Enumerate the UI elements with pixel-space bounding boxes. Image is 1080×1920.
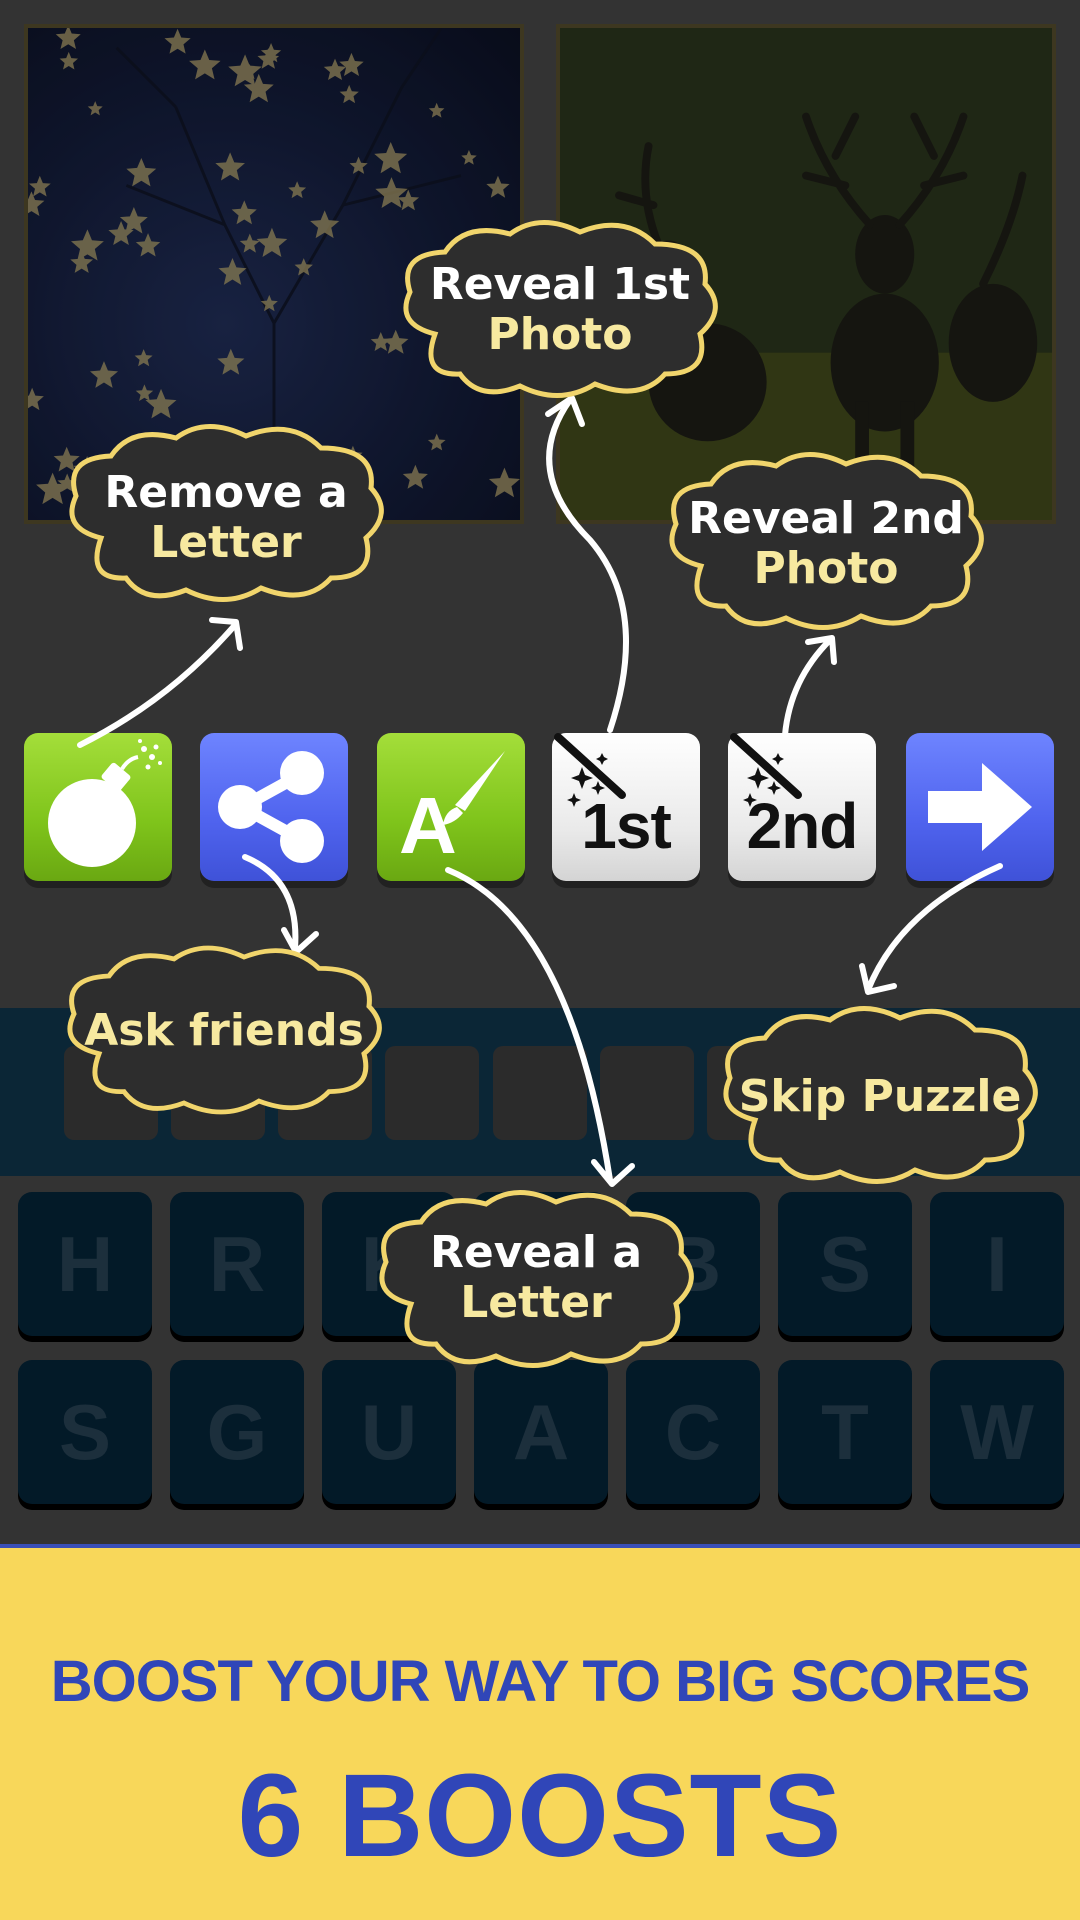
skip-puzzle-callout: Skip Puzzle <box>710 1000 1050 1190</box>
key-a[interactable]: A <box>474 1360 608 1504</box>
reveal-letter-boost-button[interactable]: A <box>377 733 525 881</box>
answer-slot[interactable] <box>600 1046 694 1140</box>
reveal-letter-callout: Reveal a Letter <box>366 1184 706 1374</box>
key-s[interactable]: S <box>778 1192 912 1336</box>
promo-banner <box>0 1545 1080 1920</box>
key-t[interactable]: T <box>778 1360 912 1504</box>
callout-text: Remove a <box>104 467 348 518</box>
callout-text-highlight: Photo <box>753 543 899 594</box>
cloud-shape <box>67 945 382 1115</box>
callout-text: Reveal 1st <box>429 259 691 310</box>
skip-boost-button[interactable] <box>906 733 1054 881</box>
reveal-2nd-label: 2nd <box>746 790 859 862</box>
ask-friends-callout: Ask friends <box>54 940 394 1120</box>
arrow-bomb-to-remove-letter <box>77 622 238 748</box>
svg-text:A: A <box>399 781 457 870</box>
callout-text-highlight: Photo <box>487 309 633 360</box>
bomb-boost-button[interactable] <box>24 733 172 881</box>
cloud-shape <box>723 1006 1038 1184</box>
key-s[interactable]: S <box>18 1360 152 1504</box>
answer-slot[interactable] <box>385 1046 479 1140</box>
callout-text: Reveal 2nd <box>688 493 964 544</box>
answer-slot[interactable] <box>493 1046 587 1140</box>
arrow-2nd-to-reveal-photo <box>782 637 833 738</box>
reveal-1st-photo-boost-button[interactable]: 1st <box>552 733 700 881</box>
arrow-skip-to-skip-puzzle <box>865 863 1003 993</box>
arrow-1st-to-reveal-photo <box>546 397 629 733</box>
callout-text: Reveal a <box>429 1227 643 1278</box>
callout-text-highlight: Letter <box>150 517 302 568</box>
cloud-shape <box>69 424 384 602</box>
letter-brush-icon: A <box>399 751 505 870</box>
key-u[interactable]: U <box>322 1360 456 1504</box>
key-c[interactable]: C <box>626 1360 760 1504</box>
cloud-shape <box>403 220 718 398</box>
cloud-shape <box>379 1190 694 1368</box>
promo-divider <box>0 1544 1080 1548</box>
callout-text-highlight: Letter <box>460 1277 612 1328</box>
arrow-right-icon <box>928 763 1032 851</box>
share-boost-button[interactable] <box>200 733 348 881</box>
callout-text-highlight: Ask friends <box>84 1005 364 1056</box>
key-h[interactable]: H <box>18 1192 152 1336</box>
magic-wand-icon <box>730 733 802 807</box>
arrow-share-to-ask-friends <box>242 854 299 951</box>
reveal-2nd-photo-boost-button[interactable]: 2nd <box>728 733 876 881</box>
promo-headline: 6 BOOSTS <box>237 1750 843 1882</box>
key-i[interactable]: I <box>930 1192 1064 1336</box>
reveal-2nd-photo-callout: Reveal 2nd Photo <box>656 446 996 636</box>
remove-letter-callout: Remove a Letter <box>56 418 396 608</box>
key-w[interactable]: W <box>930 1360 1064 1504</box>
magic-wand-icon <box>554 733 626 807</box>
share-icon <box>218 751 324 863</box>
reveal-1st-label: 1st <box>581 790 672 862</box>
cloud-shape <box>669 452 984 630</box>
arrow-letter-to-reveal-letter <box>445 867 613 1183</box>
reveal-1st-photo-callout: Reveal 1st Photo <box>390 214 730 404</box>
bomb-icon <box>48 739 162 867</box>
promo-tagline: BOOST YOUR WAY TO BIG SCORES <box>50 1649 1031 1714</box>
callout-text-highlight: Skip Puzzle <box>738 1071 1022 1122</box>
key-r[interactable]: R <box>170 1192 304 1336</box>
key-g[interactable]: G <box>170 1360 304 1504</box>
